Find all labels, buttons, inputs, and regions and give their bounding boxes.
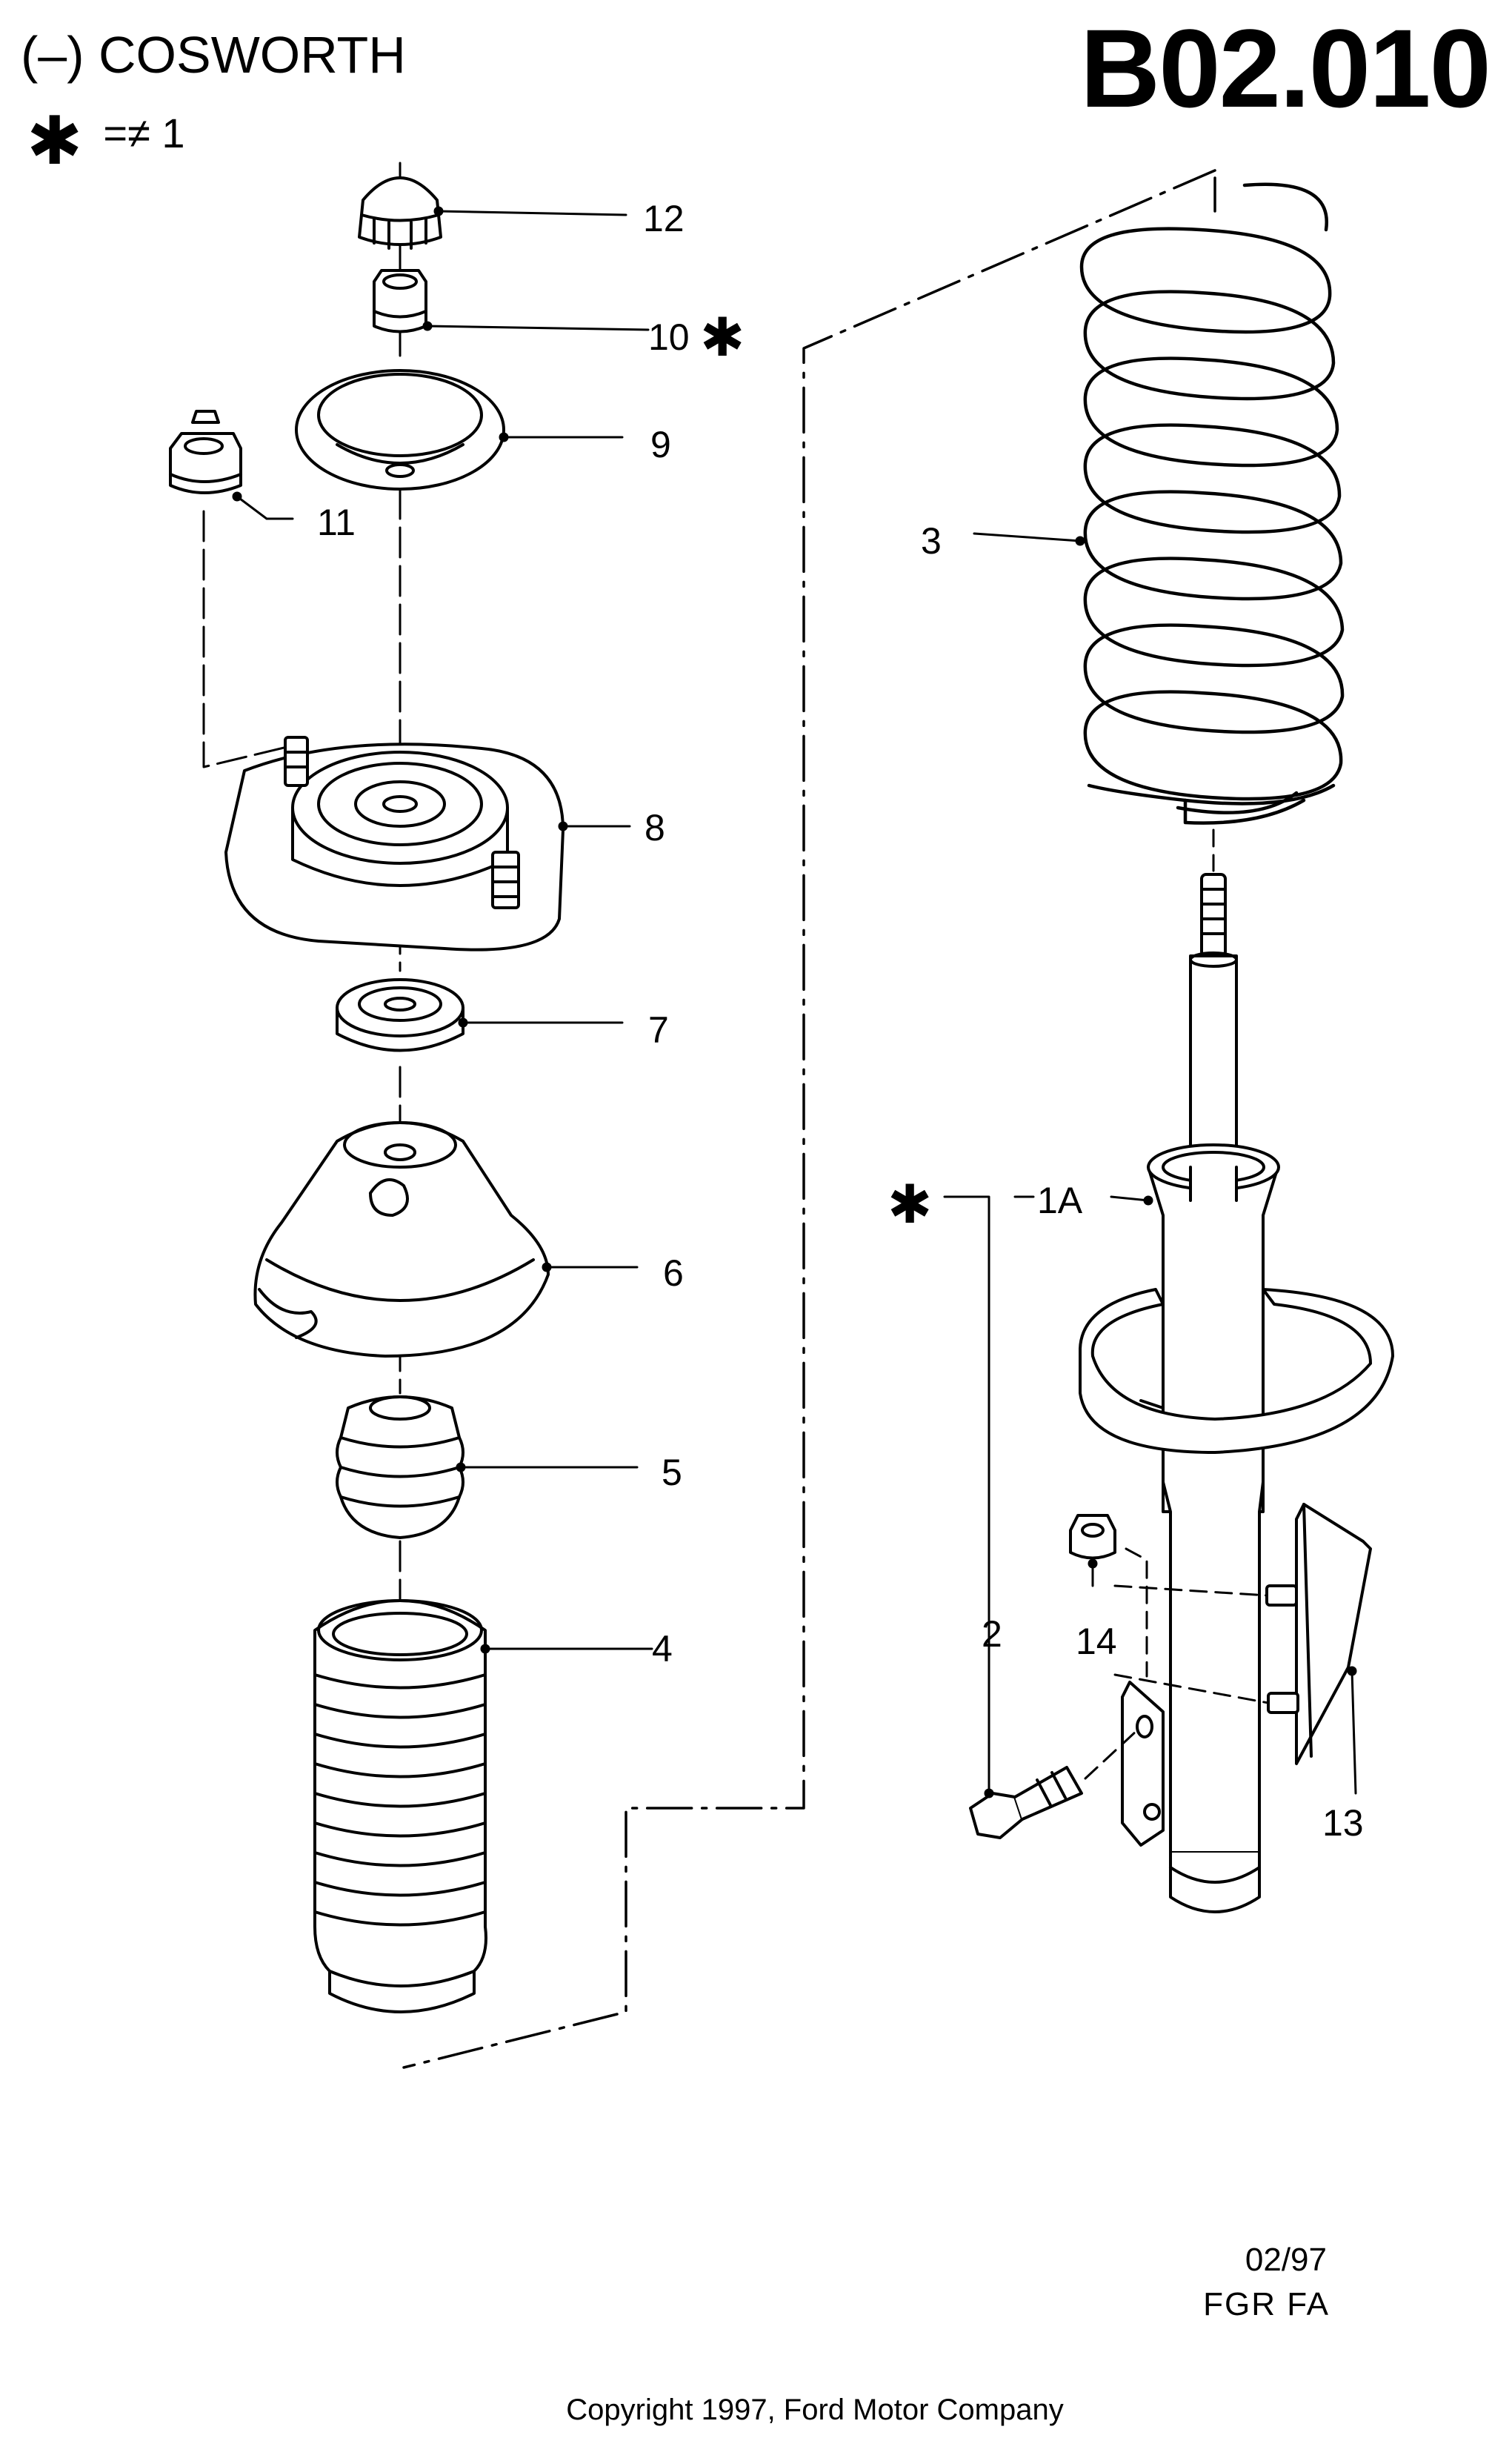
part-7-bearing bbox=[336, 978, 464, 1052]
callout-5: 5 bbox=[662, 1452, 682, 1493]
callout-2: 2 bbox=[982, 1613, 1002, 1655]
part-4-dust-boot bbox=[313, 1599, 487, 2013]
callout-10: 10 bbox=[648, 316, 690, 358]
part-3-coil-spring bbox=[1079, 182, 1345, 825]
part-1a-strut bbox=[1079, 873, 1394, 1913]
page-title: (–) COSWORTH bbox=[21, 26, 406, 84]
part-13-bracket bbox=[1265, 1503, 1372, 1765]
callout-7: 7 bbox=[648, 1009, 669, 1051]
callout-14: 14 bbox=[1076, 1621, 1117, 1662]
market-codes: FGR FA bbox=[1203, 2286, 1330, 2322]
callout-11: 11 bbox=[317, 502, 356, 543]
callout-8: 8 bbox=[645, 807, 665, 848]
legend: ✱ =≠ 1 bbox=[27, 102, 185, 180]
asterisk-icon: ✱ bbox=[27, 104, 83, 179]
assembly-outline bbox=[402, 169, 1216, 2069]
copyright-notice: Copyright 1997, Ford Motor Company bbox=[566, 2394, 1064, 2426]
callout-9: 9 bbox=[650, 424, 671, 465]
part-5-bump-stop bbox=[336, 1395, 464, 1539]
callout-4: 4 bbox=[652, 1628, 673, 1670]
diagram-code: B02.010 bbox=[1079, 6, 1491, 130]
callout-12: 12 bbox=[643, 198, 685, 239]
legend-text: =≠ 1 bbox=[103, 110, 185, 156]
part-14-nut bbox=[1069, 1514, 1116, 1560]
callout-6: 6 bbox=[663, 1252, 684, 1294]
revision-date: 02/97 bbox=[1245, 2242, 1327, 2278]
part-8-top-mount bbox=[224, 736, 564, 951]
leader-lines bbox=[232, 206, 1357, 1798]
part-12-cap bbox=[358, 176, 442, 250]
part-11-nut bbox=[169, 410, 242, 494]
part-2-bolt bbox=[969, 1766, 1083, 1839]
callout-3: 3 bbox=[921, 520, 942, 562]
part-6-spring-seat bbox=[253, 1121, 550, 1358]
fastener-axis-lines bbox=[1084, 828, 1270, 1780]
callout-13: 13 bbox=[1322, 1802, 1364, 1844]
part-9-cup-washer bbox=[295, 369, 505, 491]
part-10-nut bbox=[373, 269, 427, 333]
callout-1a: 1A bbox=[1037, 1180, 1083, 1221]
asterisk-icon: ✱ bbox=[700, 308, 745, 368]
asterisk-icon: ✱ bbox=[887, 1175, 933, 1235]
